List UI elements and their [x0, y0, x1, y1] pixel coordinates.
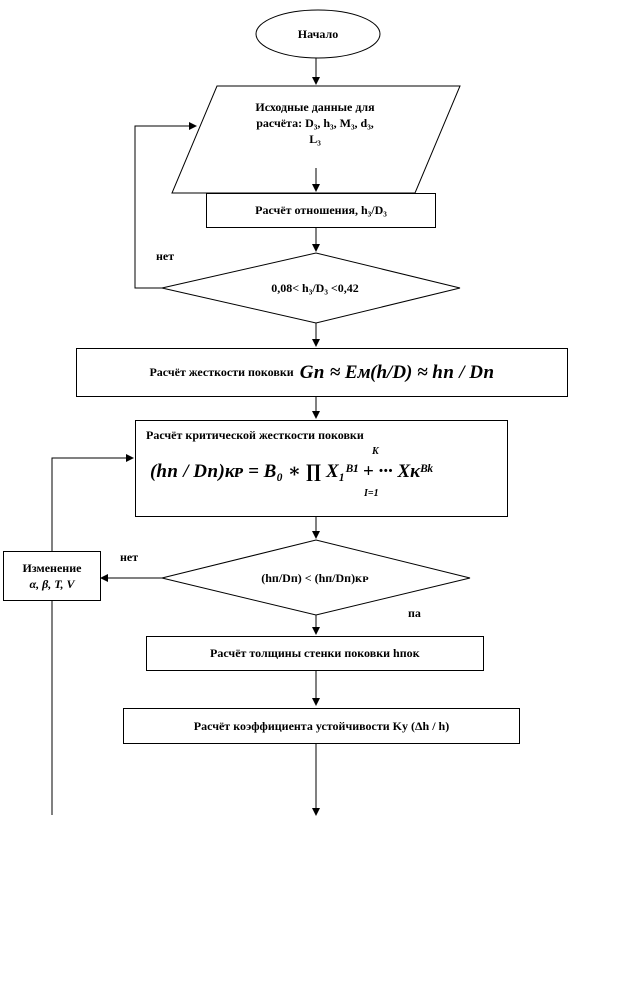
- condition-diamond-1: [161, 252, 461, 324]
- change-line-1: Изменение: [22, 560, 82, 575]
- start-label: Начало: [256, 10, 380, 58]
- stiffness-box: Расчёт жесткости поковки Gᴨ ≈ Eᴍ(h/D) ≈ …: [76, 348, 568, 397]
- critical-stiffness-text: Расчёт критической жесткости поковки: [146, 428, 364, 442]
- loop-cond1-no: [134, 122, 197, 289]
- stability-coefficient-text: Расчёт коэффициента устойчивости Kу (Δh …: [193, 718, 450, 733]
- input-line-3: L₃: [309, 132, 321, 147]
- loop-change-crit: [51, 454, 134, 815]
- input-label: Исходные данные для расчёта: D₃, h₃, M₃,…: [215, 90, 415, 156]
- stiffness-text: Расчёт жесткости поковки: [149, 365, 294, 380]
- input-line-1: Исходные данные для: [255, 99, 375, 114]
- critical-formula: (hᴨ / Dᴨ)ᴋᴘ = B₀ ∗ ∏ X₁ᴮ¹ + ··· Xᴋᴮᵏ: [150, 461, 433, 483]
- change-line-2: α, β, T, V: [29, 577, 75, 591]
- condition-diamond-2: [161, 539, 471, 616]
- stability-coefficient-box: Расчёт коэффициента устойчивости Kу (Δh …: [123, 708, 520, 744]
- critical-stiffness-box: Расчёт критической жесткости поковки K (…: [135, 420, 508, 517]
- ratio-box: Расчёт отношения, h₃/D₃: [206, 193, 436, 228]
- cond2-label: (hᴨ/Dᴨ) < (hᴨ/Dᴨ)ᴋᴘ: [200, 565, 430, 591]
- cond1-text: 0,08< h₃/D₃ <0,42: [271, 280, 359, 295]
- stiffness-formula: Gᴨ ≈ Eᴍ(h/D) ≈ hᴨ / Dᴨ: [299, 361, 495, 383]
- change-params-box: Изменение α, β, T, V: [3, 551, 101, 601]
- no-label-1: нет: [156, 249, 175, 263]
- critical-formula-wrap: K (hᴨ / Dᴨ)ᴋᴘ = B₀ ∗ ∏ X₁ᴮ¹ + ··· Xᴋᴮᵏ I…: [146, 443, 497, 509]
- cond2-text: (hᴨ/Dᴨ) < (hᴨ/Dᴨ)ᴋᴘ: [261, 570, 369, 585]
- wall-thickness-text: Расчёт толщины стенки поковки hᴨᴏᴋ: [210, 646, 420, 661]
- cond1-label: 0,08< h₃/D₃ <0,42: [200, 275, 430, 301]
- yes-label: па: [408, 606, 421, 620]
- wall-thickness-box: Расчёт толщины стенки поковки hᴨᴏᴋ: [146, 636, 484, 671]
- start-terminal: [255, 9, 381, 59]
- product-upper-limit: K: [372, 446, 379, 458]
- no-label-2: нет: [120, 550, 139, 564]
- product-lower-limit: I=1: [364, 488, 379, 500]
- ratio-text: Расчёт отношения, h₃/D₃: [255, 203, 387, 218]
- input-line-2: расчёта: D₃, h₃, M₃, d₃,: [256, 115, 374, 130]
- start-text: Начало: [297, 26, 339, 41]
